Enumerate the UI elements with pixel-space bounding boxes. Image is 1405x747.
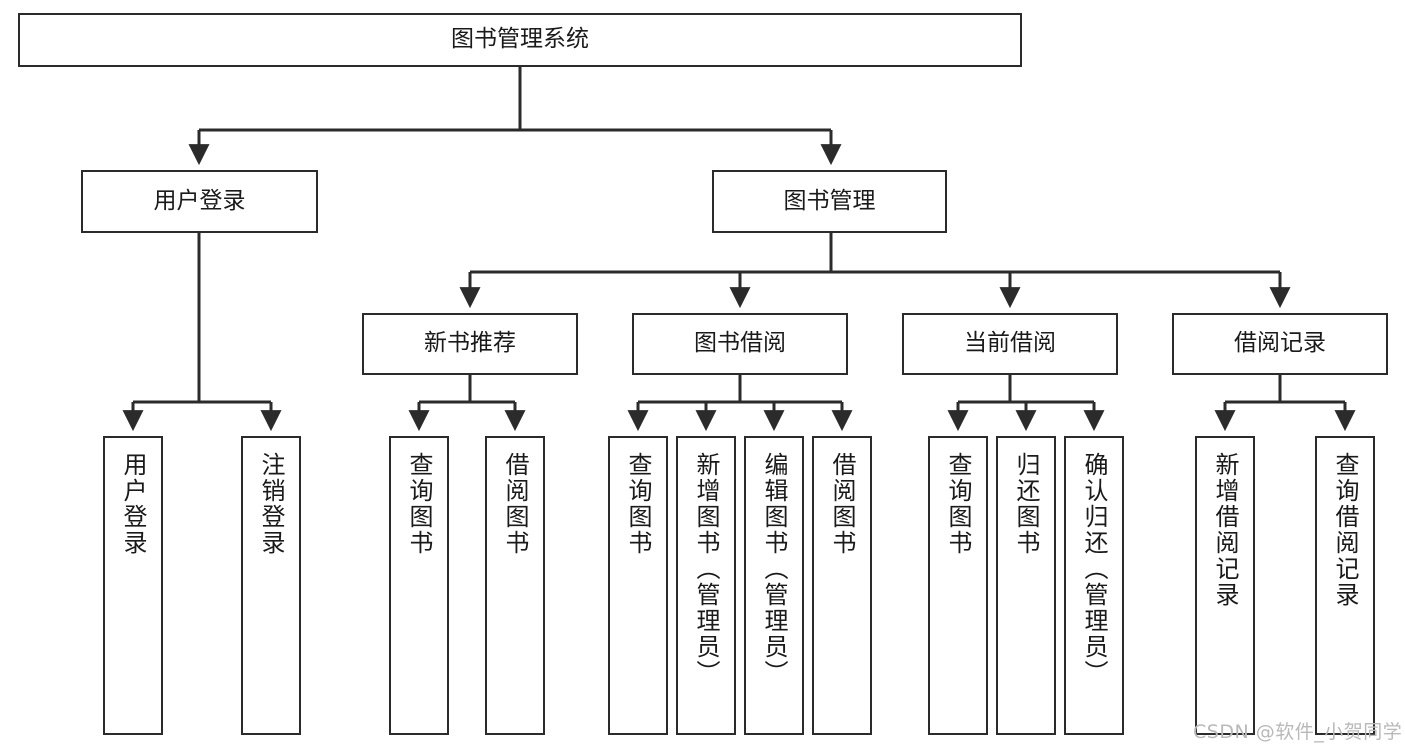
leaf-add-book[interactable]: 新增图书（管理员） <box>676 436 736 735</box>
leaf-query-book-3-label: 查询图书 <box>944 452 972 556</box>
leaf-borrow-book-1-label: 借阅图书 <box>501 452 529 556</box>
leaf-logout-label: 注销登录 <box>257 452 285 556</box>
node-new-book-rec-label: 新书推荐 <box>424 330 516 357</box>
leaf-logout[interactable]: 注销登录 <box>241 436 301 735</box>
node-book-manage[interactable]: 图书管理 <box>712 170 947 233</box>
node-borrow-record-label: 借阅记录 <box>1234 330 1326 357</box>
node-user-login[interactable]: 用户登录 <box>81 170 318 233</box>
leaf-return-book-label: 归还图书 <box>1012 452 1040 556</box>
node-root[interactable]: 图书管理系统 <box>18 13 1022 67</box>
leaf-user-login-label: 用户登录 <box>119 452 147 556</box>
node-root-label: 图书管理系统 <box>451 26 589 53</box>
csdn-watermark: CSDN @软件_小贺同学 <box>1193 721 1403 743</box>
leaf-user-login[interactable]: 用户登录 <box>103 436 163 735</box>
leaf-query-book-2-label: 查询图书 <box>624 452 652 556</box>
leaf-edit-book[interactable]: 编辑图书（管理员） <box>744 436 804 735</box>
leaf-query-record-label: 查询借阅记录 <box>1331 452 1359 608</box>
leaf-borrow-book-2-label: 借阅图书 <box>828 452 856 556</box>
leaf-query-book-2[interactable]: 查询图书 <box>608 436 668 735</box>
node-book-manage-label: 图书管理 <box>783 187 876 214</box>
leaf-query-book-3[interactable]: 查询图书 <box>928 436 988 735</box>
node-new-book-rec[interactable]: 新书推荐 <box>362 313 578 375</box>
leaf-return-book[interactable]: 归还图书 <box>996 436 1056 735</box>
leaf-borrow-book-2[interactable]: 借阅图书 <box>812 436 872 735</box>
leaf-add-book-label: 新增图书（管理员） <box>692 452 720 686</box>
leaf-add-record-label: 新增借阅记录 <box>1211 452 1239 608</box>
node-current-borrow-label: 当前借阅 <box>964 330 1056 357</box>
leaf-query-book-1[interactable]: 查询图书 <box>389 436 449 735</box>
node-borrow-record[interactable]: 借阅记录 <box>1172 313 1388 375</box>
leaf-query-book-1-label: 查询图书 <box>405 452 433 556</box>
node-current-borrow[interactable]: 当前借阅 <box>902 313 1118 375</box>
leaf-edit-book-label: 编辑图书（管理员） <box>760 452 788 686</box>
leaf-query-record[interactable]: 查询借阅记录 <box>1315 436 1375 735</box>
leaf-confirm-return[interactable]: 确认归还（管理员） <box>1064 436 1124 735</box>
node-book-borrow[interactable]: 图书借阅 <box>632 313 848 375</box>
node-user-login-label: 用户登录 <box>153 187 246 214</box>
node-book-borrow-label: 图书借阅 <box>694 330 786 357</box>
leaf-borrow-book-1[interactable]: 借阅图书 <box>485 436 545 735</box>
leaf-confirm-return-label: 确认归还（管理员） <box>1080 452 1108 686</box>
leaf-add-record[interactable]: 新增借阅记录 <box>1195 436 1255 735</box>
